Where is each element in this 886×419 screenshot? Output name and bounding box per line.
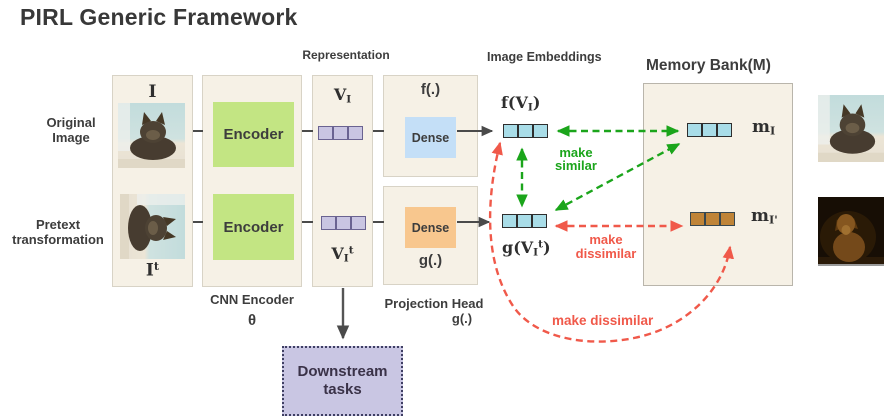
- pretext-rotated-cat-photo: [119, 194, 186, 259]
- symbol-base: I: [148, 82, 157, 102]
- symbol-base: f(V: [501, 93, 528, 112]
- f-embedding-vector: [503, 124, 548, 139]
- memory-negative-dog-photo: [818, 197, 884, 266]
- page-title: PIRL Generic Framework: [20, 4, 298, 30]
- vector-cell: [720, 213, 734, 226]
- encoder-bottom-box: Encoder: [213, 194, 294, 260]
- original-cat-photo: [118, 103, 185, 168]
- encoder-panel: Encoder Encoder: [202, 75, 302, 287]
- vector-cell: [336, 217, 350, 230]
- f-function-title: f(.): [420, 81, 441, 98]
- vector-cell: [322, 217, 336, 230]
- vi-representation-vector: [318, 126, 363, 141]
- downstream-tasks-box: Downstream tasks: [282, 346, 403, 416]
- vector-cell: [702, 124, 716, 137]
- representation-panel: [312, 75, 373, 287]
- cat-illustration: [818, 95, 884, 162]
- dog-illustration: [818, 197, 884, 264]
- memory-positive-vector: [687, 123, 732, 138]
- memory-bank-header: Memory Bank(M): [646, 57, 771, 74]
- g-function-title: g(.): [418, 252, 443, 269]
- cat-illustration: [118, 103, 185, 168]
- dense-f-box: Dense: [405, 117, 456, 158]
- image-embeddings-header: Image Embeddings: [487, 50, 602, 64]
- g-embedding-symbol: g(VIt): [502, 238, 551, 258]
- g-embedding-vector: [502, 214, 547, 229]
- vector-cell: [691, 213, 705, 226]
- vector-cell: [717, 124, 731, 137]
- symbol-base: g(V: [502, 238, 534, 257]
- memory-bank-panel: [643, 83, 793, 286]
- symbol-close: ): [542, 238, 551, 257]
- projection-head-caption: Projection Head: [384, 296, 484, 311]
- memory-positive-symbol: mI: [752, 117, 775, 137]
- make-dissimilar-curve-label: make dissimilar: [552, 313, 654, 328]
- symbol-base: m: [751, 206, 769, 226]
- representation-vit-symbol: VIt: [312, 244, 373, 264]
- memory-negative-vector: [690, 212, 735, 227]
- make-dissimilar-label: make dissimilar: [575, 232, 637, 261]
- f-embedding-symbol: f(VI): [501, 93, 540, 113]
- vector-cell: [688, 124, 702, 137]
- original-image-label: Original Image: [46, 115, 96, 145]
- representation-header: Representation: [302, 48, 390, 62]
- vector-cell: [532, 215, 546, 228]
- vector-cell: [533, 125, 547, 138]
- symbol-base: I: [145, 260, 154, 281]
- symbol-sub: I: [343, 252, 349, 265]
- symbol-sub: I: [527, 101, 533, 114]
- vector-cell: [319, 127, 333, 140]
- memory-positive-cat-photo: [818, 95, 884, 162]
- vector-cell: [503, 215, 517, 228]
- symbol-base: V: [331, 244, 344, 263]
- projection-head-caption-g: g(.): [451, 311, 473, 326]
- make-similar-label: make similar: [555, 145, 597, 173]
- projection-g-panel: Dense: [383, 186, 478, 285]
- vector-cell: [333, 127, 347, 140]
- cnn-encoder-caption: CNN Encoder: [210, 292, 294, 307]
- memory-negative-symbol: mI': [751, 206, 778, 226]
- vit-representation-vector: [321, 216, 366, 231]
- theta-symbol: θ: [247, 312, 257, 329]
- symbol-sup: t: [348, 244, 354, 257]
- vector-cell: [518, 125, 532, 138]
- vector-cell: [705, 213, 719, 226]
- vector-cell: [348, 127, 362, 140]
- encoder-top-box: Encoder: [213, 102, 294, 167]
- symbol-sub: I: [770, 123, 776, 138]
- dense-g-box: Dense: [405, 207, 456, 248]
- symbol-base: m: [752, 117, 770, 137]
- pretext-transformation-label: Pretext transformation: [12, 217, 104, 247]
- symbol-base: V: [333, 85, 347, 104]
- symbol-sub: I: [346, 93, 352, 106]
- vector-cell: [351, 217, 365, 230]
- symbol-sup: t: [153, 259, 160, 273]
- vector-cell: [517, 215, 531, 228]
- rotated-cat-illustration: [120, 194, 185, 259]
- pretext-image-symbol: It: [112, 259, 193, 281]
- representation-vi-symbol: VI: [312, 85, 373, 105]
- symbol-close: ): [532, 93, 541, 112]
- vector-cell: [504, 125, 518, 138]
- projection-f-panel: Dense: [383, 75, 478, 177]
- input-image-symbol: I: [112, 82, 193, 102]
- symbol-sub: I': [769, 212, 778, 227]
